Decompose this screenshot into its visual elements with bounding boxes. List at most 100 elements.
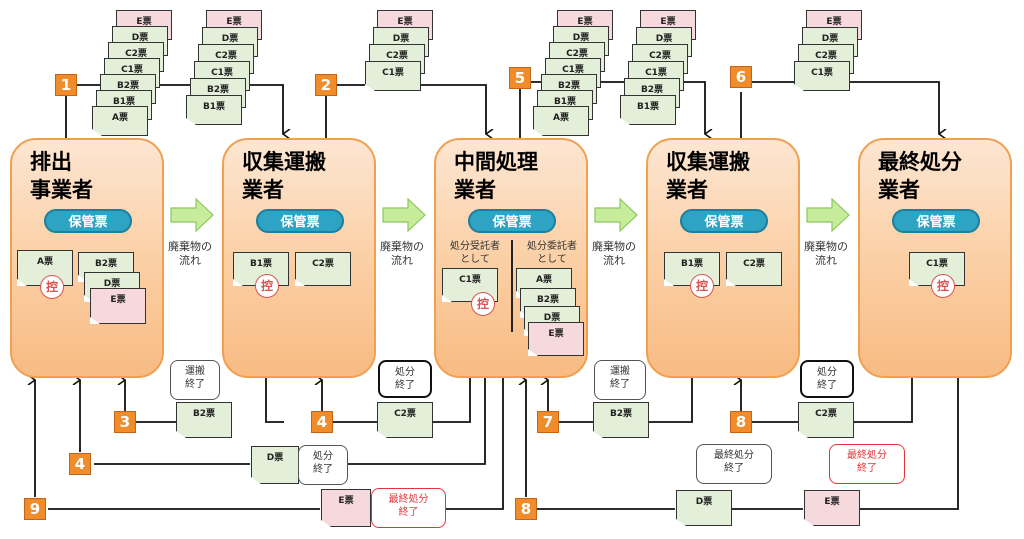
slip: E票 [90,288,146,324]
slip: B1票 [620,95,676,125]
slip-label: B1票 [202,102,226,112]
box-title: 中間処理 業者 [454,150,538,202]
slip-fold-icon [84,295,94,302]
copy-mark-icon: 控 [255,274,279,298]
storage-pill: 保管票 [44,209,132,233]
slip-fold-icon [295,279,305,286]
label-as-disposal-contractee: 処分受託者 として [450,241,500,265]
slip: C2票 [377,402,433,438]
slip-label: C2票 [566,49,588,59]
slip-label: C1票 [811,68,833,78]
slip-label: B2票 [557,81,581,91]
slip-fold-icon [528,349,538,356]
slip: A票 [533,106,589,136]
slip-label: E票 [136,17,152,27]
slip-fold-icon [78,275,88,282]
step-badge-5: 5 [509,67,531,89]
slip-label: C2票 [649,51,671,61]
slip-label: D票 [103,279,121,289]
step-badge-9: 9 [24,498,46,520]
note-disposal-done: 処分 終了 [378,360,432,398]
step-badge-1: 1 [55,74,77,96]
slip-fold-icon [726,279,736,286]
slip-fold-icon [533,129,543,136]
slip-label: E票 [824,497,840,507]
slip-fold-icon [664,279,674,286]
slip-label: E票 [226,17,242,27]
slip-fold-icon [186,118,196,125]
slip-label: C1票 [562,65,584,75]
slip-label: C1票 [121,65,143,75]
slip-label: C2票 [312,259,334,269]
flow-label: 廃棄物の 流れ [380,240,424,267]
slip: C1票 [365,61,421,91]
slip: C2票 [295,252,351,286]
step-badge-3: 3 [114,411,136,433]
slip: E票 [528,322,584,356]
step-badge-4b: 4 [69,453,91,475]
slip-fold-icon [365,84,375,91]
slip-label: C1票 [926,259,948,269]
note-transport-done: 運搬 終了 [170,360,220,400]
slip-fold-icon [251,477,261,484]
slip-fold-icon [176,431,186,438]
slip-label: D票 [572,33,590,43]
storage-pill: 保管票 [256,209,344,233]
slip-fold-icon [909,279,919,286]
slip-label: C2票 [215,51,237,61]
slip-label: B2票 [94,259,118,269]
connector-step-2-right [337,84,486,134]
slip-label: B2票 [609,409,633,419]
slip-label: D票 [655,34,673,44]
slip-label: D票 [543,313,561,323]
slip-fold-icon [90,317,100,324]
slip-fold-icon [442,295,452,302]
slip-label: B1票 [249,259,273,269]
flow-label: 廃棄物の 流れ [168,240,212,267]
copy-mark-icon: 控 [471,292,495,316]
slip-label: C2票 [815,51,837,61]
flow-arrow-icon [594,198,638,232]
divider [511,240,513,332]
step-badge-8b: 8 [515,498,537,520]
step-badge-6: 6 [730,66,752,88]
slip-label: D票 [695,497,713,507]
slip-label: D票 [266,453,284,463]
flow-label: 廃棄物の 流れ [592,240,636,267]
slip-label: A票 [112,113,128,123]
storage-pill: 保管票 [468,209,556,233]
slip-label: B2票 [640,85,664,95]
slip-label: A票 [553,113,569,123]
slip-label: C1票 [645,68,667,78]
slip: E票 [804,490,860,526]
slip-label: D票 [131,33,149,43]
slip: B2票 [176,402,232,438]
slip: B2票 [593,402,649,438]
slip: C2票 [798,402,854,438]
slip-label: C1票 [459,275,481,285]
slip-label: A票 [37,257,53,267]
slip-label: C2票 [386,51,408,61]
note-transport-done: 運搬 終了 [594,360,646,400]
flow-arrow-icon [806,198,850,232]
slip-label: C2票 [394,409,416,419]
slip-label: C2票 [743,259,765,269]
slip-label: E票 [397,17,413,27]
slip-label: C2票 [125,49,147,59]
slip-label: C1票 [382,68,404,78]
slip: E票 [321,489,371,527]
flow-arrow-icon [382,198,426,232]
slip-label: E票 [548,329,564,339]
slip-label: B1票 [112,97,136,107]
slip-label: B1票 [636,102,660,112]
slip-label: C2票 [815,409,837,419]
note-final-disposal-done: 最終処分 終了 [371,488,446,528]
slip-label: E票 [826,17,842,27]
slip-fold-icon [620,118,630,125]
step-badge-7: 7 [537,411,559,433]
slip-fold-icon [17,279,27,286]
slip-label: E票 [577,17,593,27]
storage-pill: 保管票 [680,209,768,233]
slip-fold-icon [798,431,808,438]
